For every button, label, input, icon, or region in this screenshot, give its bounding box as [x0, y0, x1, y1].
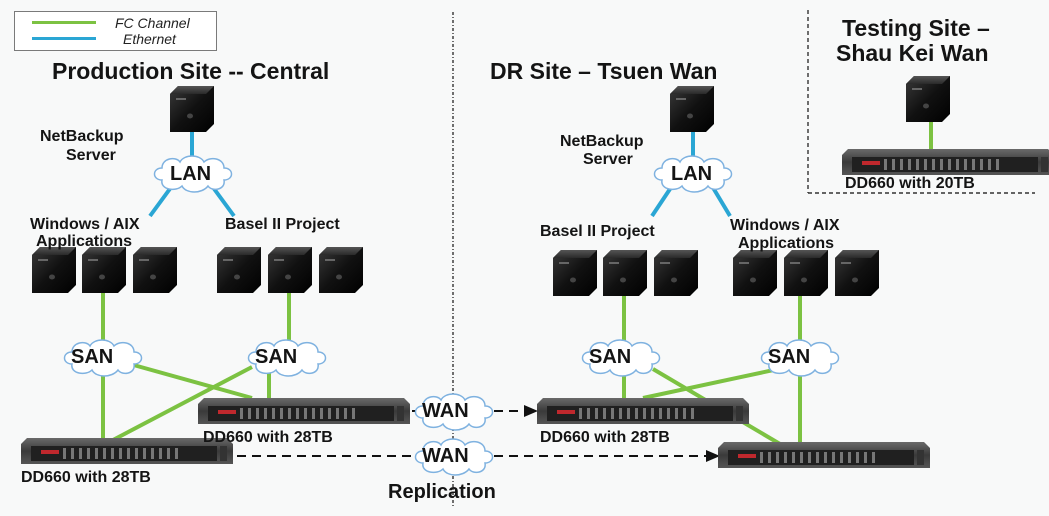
testing-site-title-line1: Testing Site –	[842, 15, 990, 41]
lan-label: LAN	[671, 163, 713, 185]
production-site-title: Production Site -- Central	[52, 58, 330, 84]
replication-label: Replication	[388, 481, 496, 503]
netbackup-label-line1: NetBackup	[560, 133, 644, 150]
san-label: SAN	[255, 346, 298, 368]
dd660-label: DD660 with 28TB	[203, 429, 333, 446]
app-server-icon	[835, 250, 879, 296]
legend-label: Ethernet	[123, 31, 176, 47]
ethernet-line-swatch	[32, 37, 96, 40]
dd660-label: DD660 with 28TB	[540, 429, 670, 446]
san-label: SAN	[589, 346, 632, 368]
legend-label: FC Channel	[115, 15, 190, 31]
dd660-appliance-icon	[21, 438, 233, 464]
dd660-appliance-icon	[718, 442, 930, 468]
app-server-icon	[133, 247, 177, 293]
app-server-icon	[32, 247, 76, 293]
lan-label: LAN	[170, 163, 212, 185]
dr-site-title: DR Site – Tsuen Wan	[490, 58, 718, 84]
legend-item-ethernet: Ethernet	[15, 31, 216, 47]
app-server-icon	[82, 247, 126, 293]
group-label: Windows / AIX	[30, 216, 140, 233]
san-label: SAN	[768, 346, 811, 368]
group-label: Basel II Project	[540, 223, 655, 240]
san-label: SAN	[71, 346, 114, 368]
legend: FC Channel Ethernet	[14, 11, 217, 51]
testing-server-icon	[906, 76, 950, 122]
wan-label: WAN	[422, 445, 469, 467]
dd660-appliance-icon	[537, 398, 749, 424]
netbackup-label-line1: NetBackup	[40, 128, 124, 145]
basel-server-icon	[603, 250, 647, 296]
fc-links-dr	[622, 288, 802, 446]
group-label: Basel II Project	[225, 216, 340, 233]
app-server-icon	[733, 250, 777, 296]
group-label: Windows / AIX	[730, 217, 840, 234]
netbackup-server-production-icon	[170, 86, 214, 132]
fc-links-production	[101, 288, 291, 442]
app-server-icon	[784, 250, 828, 296]
dd660-label: DD660 with 28TB	[21, 469, 151, 486]
basel-server-icon	[553, 250, 597, 296]
wan-label: WAN	[422, 400, 469, 422]
netbackup-label-line2: Server	[583, 151, 633, 168]
basel-server-icon	[268, 247, 312, 293]
fc-line-swatch	[32, 21, 96, 24]
dd660-appliance-icon	[842, 149, 1049, 175]
basel-server-icon	[217, 247, 261, 293]
group-label: Applications	[36, 233, 133, 250]
dd660-label: DD660 with 20TB	[845, 175, 975, 192]
testing-site-title-line2: Shau Kei Wan	[836, 40, 989, 66]
netbackup-label-line2: Server	[66, 147, 116, 164]
netbackup-server-dr-icon	[670, 86, 714, 132]
group-label: Applications	[738, 235, 835, 252]
basel-server-icon	[654, 250, 698, 296]
legend-item-fc: FC Channel	[15, 15, 216, 31]
basel-server-icon	[319, 247, 363, 293]
dd660-appliance-icon	[198, 398, 410, 424]
